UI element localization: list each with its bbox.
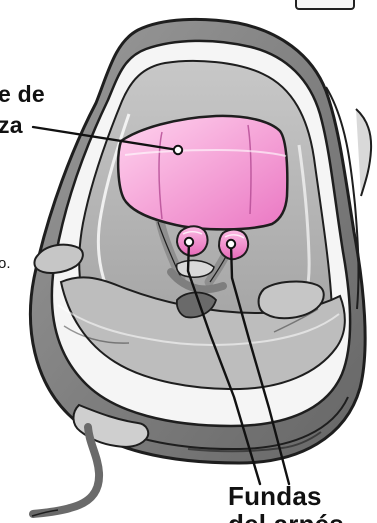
side-text-fragment: o. [0,256,11,271]
harness-label-line-2: del arnés [228,511,344,523]
top-page-tab [295,0,355,10]
headrest-leader-dot [174,146,182,154]
right-harness-leader-dot [227,240,235,248]
head-rest [118,116,287,229]
headrest-label-line-1: e de [0,83,45,106]
left-harness-leader-dot [185,238,193,246]
headrest-label-line-2: za [0,114,23,137]
harness-label-line-1: Fundas [228,483,322,509]
